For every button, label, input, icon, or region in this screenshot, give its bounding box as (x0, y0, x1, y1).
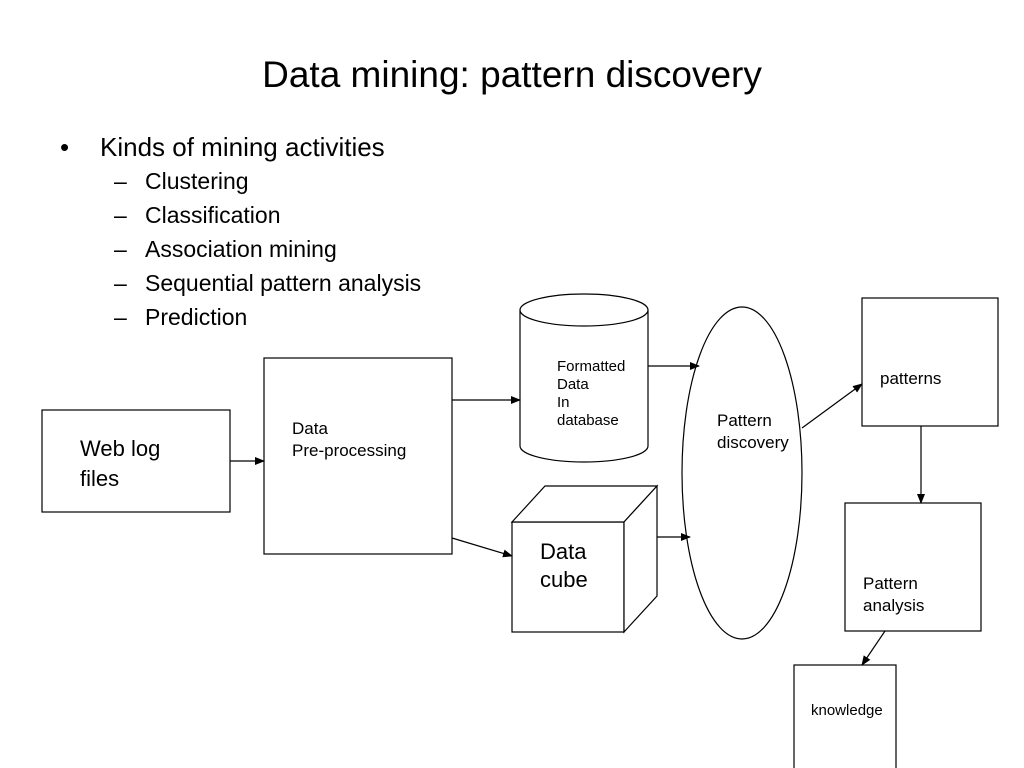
sub-item-text: Clustering (145, 168, 249, 194)
bullet-marker: • (60, 132, 70, 162)
patterns-label: patterns (880, 369, 942, 388)
sub-item-text: Association mining (145, 236, 337, 262)
arrow-analysis-to-knowledge (861, 630, 886, 666)
sub-item-text: Prediction (145, 304, 248, 330)
web-log-box (41, 409, 231, 513)
sub-item-clustering: – Clustering (114, 164, 421, 198)
dash-marker: – (114, 202, 127, 228)
patterns-box (861, 297, 999, 427)
sub-item-classification: – Classification (114, 198, 421, 232)
knowledge-box (793, 664, 897, 768)
data-cube (510, 484, 659, 634)
database-cylinder (519, 293, 649, 463)
knowledge-label: knowledge (811, 702, 883, 719)
dash-marker: – (114, 236, 127, 262)
preprocessing-box (263, 357, 453, 555)
dash-marker: – (114, 304, 127, 330)
slide-title: Data mining: pattern discovery (262, 54, 762, 95)
sub-item-association: – Association mining (114, 232, 421, 266)
discovery-label: Pattern discovery (717, 411, 789, 452)
bullet-list: • Kinds of mining activities – Clusterin… (60, 130, 421, 334)
database-label: Formatted Data In database (557, 358, 626, 429)
web-log-label: Web log files (80, 436, 161, 491)
arrow-discovery-to-patterns (801, 383, 863, 429)
preprocessing-label: Data Pre-processing (292, 419, 407, 460)
cube-label: Data cube (540, 539, 588, 592)
sub-item-prediction: – Prediction (114, 300, 421, 334)
bullet-item: • Kinds of mining activities (60, 130, 421, 164)
sub-item-text: Sequential pattern analysis (145, 270, 422, 296)
arrow-preprocessing-to-cube (451, 537, 513, 558)
sub-item-sequential: – Sequential pattern analysis (114, 266, 421, 300)
analysis-box (844, 502, 982, 632)
bullet-text: Kinds of mining activities (100, 132, 385, 162)
sub-item-text: Classification (145, 202, 281, 228)
dash-marker: – (114, 270, 127, 296)
dash-marker: – (114, 168, 127, 194)
analysis-label: Pattern analysis (863, 574, 925, 615)
discovery-ellipse (681, 306, 803, 640)
